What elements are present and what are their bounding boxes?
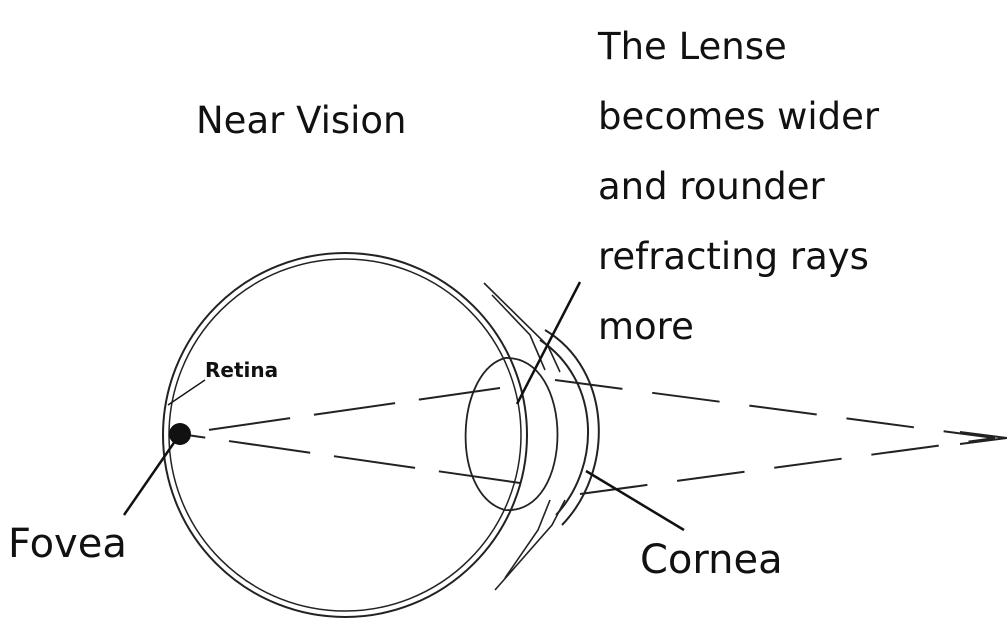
eyeball [163,253,527,617]
caption-line: The Lense [598,12,1003,82]
caption-line: refracting rays [598,222,1003,292]
fovea-leader-line [124,434,180,515]
retina-label: Retina [205,360,278,380]
lens [466,358,558,510]
lens-leader-line [517,282,580,404]
ray-upper-inside [180,388,500,434]
lens-caption: The Lense becomes wider and rounder refr… [598,12,1003,362]
ciliary-lower-inner [505,500,550,578]
eyeball-outer-outline [163,253,527,617]
caption-line: becomes wider [598,82,1003,152]
eyeball-inner-outline [169,259,521,611]
caption-line: more [598,292,1003,362]
ciliary-body [484,283,565,590]
fovea-label: Fovea [8,524,127,564]
ray-upper-outside [555,380,995,438]
ray-lower-outside [580,438,995,494]
diagram-title: Near Vision [196,102,407,139]
cornea [540,330,599,525]
cornea-outer-curve [545,330,599,525]
ray-lower-inside [180,434,520,483]
cornea-label: Cornea [640,540,783,580]
cornea-leader-line [586,471,684,530]
caption-line: and rounder [598,152,1003,222]
